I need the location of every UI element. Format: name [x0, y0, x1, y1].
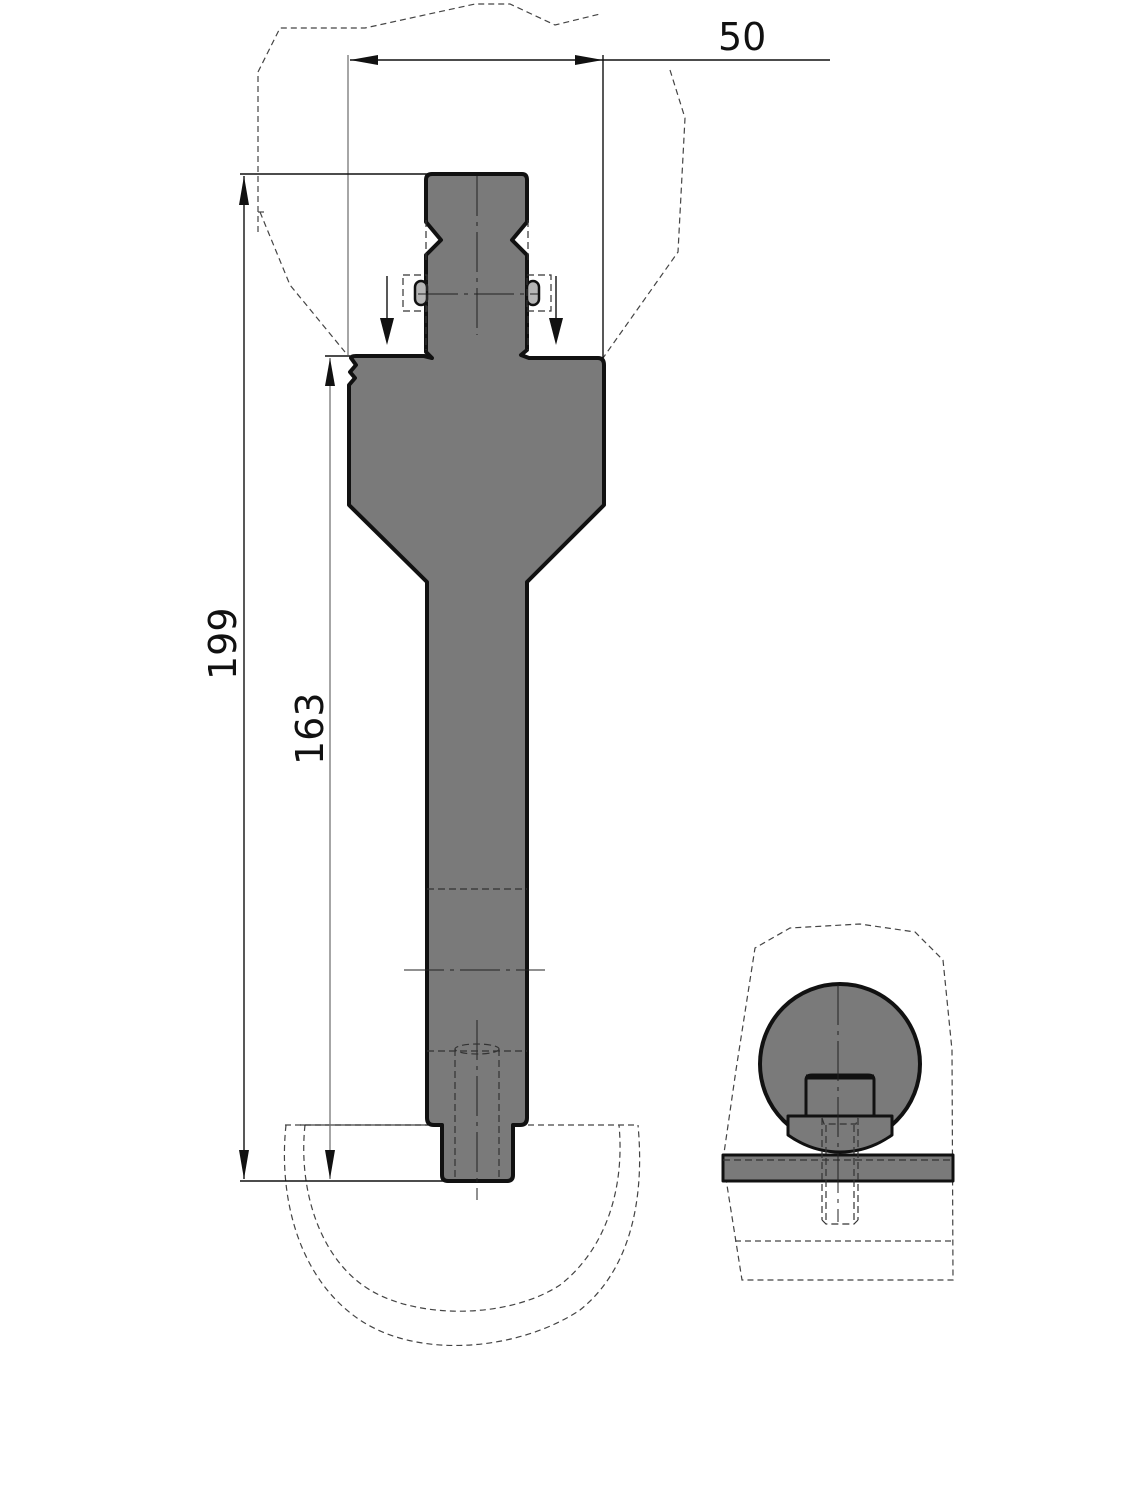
side-view	[721, 923, 955, 1281]
dimension-total-height: 199	[201, 173, 448, 1182]
dimension-width: 50	[347, 15, 830, 358]
right-pin	[525, 279, 541, 307]
working-height-dimension-label: 163	[288, 692, 332, 765]
width-dimension-label: 50	[718, 15, 766, 59]
left-pin	[413, 279, 429, 307]
total-height-dimension-label: 199	[201, 607, 245, 680]
upper-holder-phantom-outline	[257, 3, 686, 359]
clamping-force-arrows	[380, 276, 563, 345]
dimension-working-height: 163	[288, 355, 440, 1179]
